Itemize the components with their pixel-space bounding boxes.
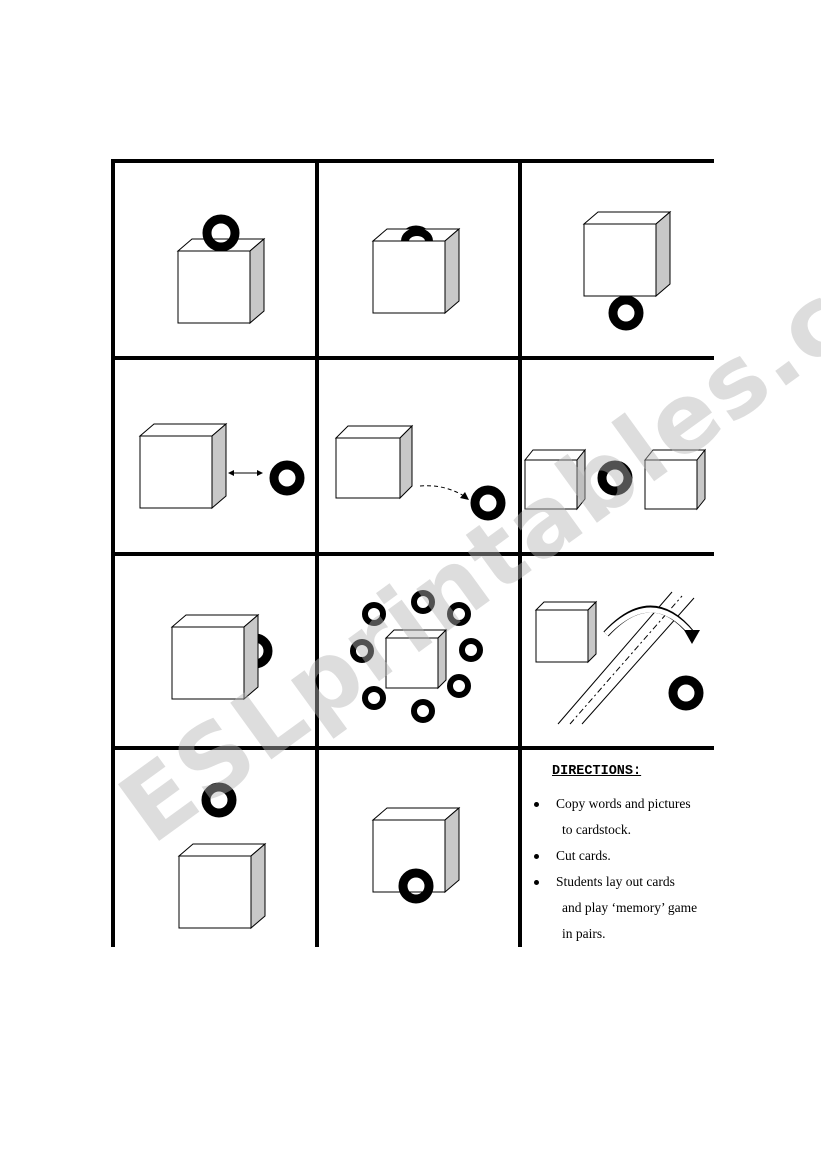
bullet-icon [534,854,539,859]
directions-card: DIRECTIONS: Copy words and pictures to c… [522,750,722,959]
directions-panel: DIRECTIONS: Copy words and pictures to c… [528,764,718,947]
card-under [522,163,722,356]
card-in-front-of [319,750,518,959]
directions-item: Students lay out cards and play ‘memory’… [528,869,718,947]
ring-in-front-of-cube-icon [371,806,461,904]
card-next-to [115,360,315,552]
ring-on-cube-icon [176,214,266,325]
card-in [319,163,518,356]
ring-over-road-icon [534,591,704,725]
ring-under-cube-icon [582,210,672,331]
directions-line: Cut cards. [556,848,611,863]
ring-above-cube-icon [177,782,267,930]
directions-title: DIRECTIONS: [552,764,642,779]
card-between [522,360,722,552]
directions-line: Students lay out cards [556,874,675,889]
card-around [319,556,518,746]
directions-line: in pairs. [562,926,606,941]
ring-behind-cube-icon [170,613,273,701]
directions-list: Copy words and pictures to cardstock. Cu… [528,791,718,947]
rings-around-cube-icon [350,590,483,723]
bullet-icon [534,880,539,885]
directions-line: to cardstock. [562,822,631,837]
directions-item: Copy words and pictures to cardstock. [528,791,718,843]
bullet-icon [534,802,539,807]
card-on [115,163,315,356]
ring-next-to-cube-icon [138,422,305,510]
card-away-from [319,360,518,552]
ring-between-cubes-icon [523,448,707,511]
ring-in-cube-icon [371,225,461,315]
directions-line: and play ‘memory’ game [562,900,698,915]
card-behind [115,556,315,746]
directions-item: Cut cards. [528,843,718,869]
card-above [115,750,315,959]
card-over [522,556,722,746]
ring-away-from-cube-icon [334,424,506,521]
card-grid: DIRECTIONS: Copy words and pictures to c… [111,159,722,959]
directions-line: Copy words and pictures [556,796,691,811]
